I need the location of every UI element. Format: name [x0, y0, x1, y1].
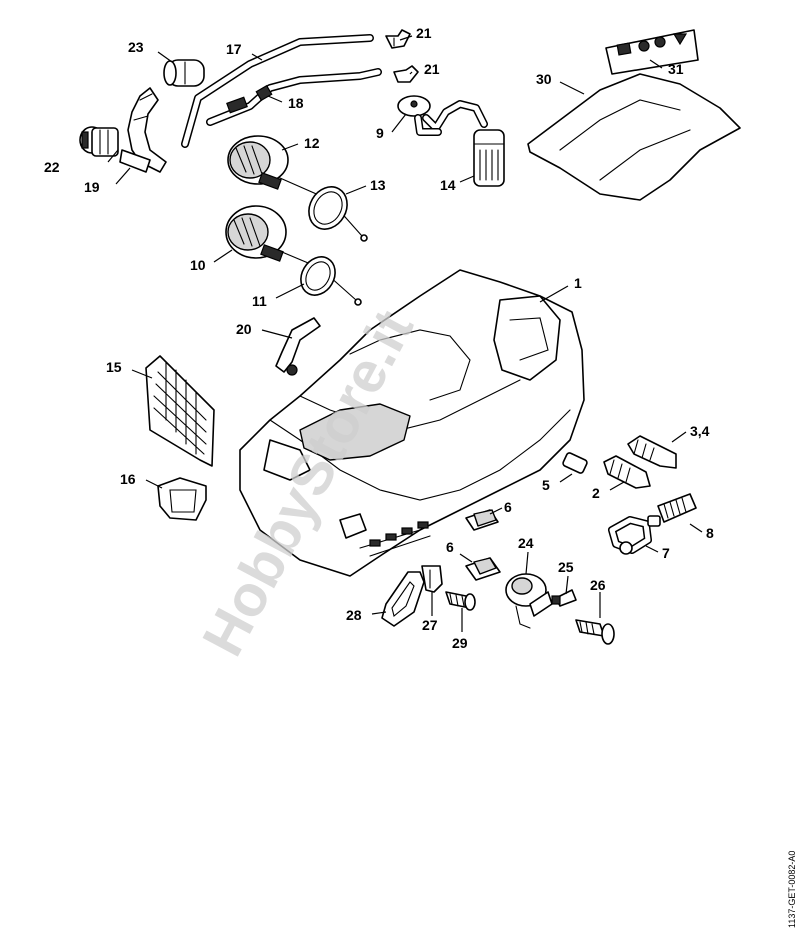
part-30-cover-plate [527, 73, 741, 201]
part-26-screw [575, 619, 615, 645]
part-29-screw [445, 591, 476, 611]
callout-31: 31 [668, 61, 684, 77]
callout-23: 23 [128, 39, 144, 55]
part-21-fitting-upper [385, 29, 411, 49]
callout-27: 27 [422, 617, 438, 633]
part-20-elbow-connector [275, 317, 321, 376]
leader-lines [107, 35, 703, 632]
callout-28: 28 [346, 607, 362, 623]
callout-6-lower: 6 [446, 539, 454, 555]
part-17-fuel-hose [181, 34, 374, 148]
part-14-fuel-filter [473, 129, 505, 187]
callout-30: 30 [536, 71, 552, 87]
callout-12: 12 [304, 135, 320, 151]
callout-9: 9 [376, 125, 384, 141]
part-9-fuel-hose-pickup [397, 95, 488, 136]
callout-16: 16 [120, 471, 136, 487]
callout-2: 2 [592, 485, 600, 501]
callout-15: 15 [106, 359, 122, 375]
part-1-engine-housing [239, 269, 585, 577]
callout-21-upper: 21 [416, 25, 432, 41]
part-28-gasket [381, 571, 425, 627]
callout-11: 11 [252, 293, 267, 309]
part-19-hose-bracket [119, 87, 167, 173]
callout-labels: 23 17 21 21 18 22 19 9 14 30 31 12 13 10… [44, 25, 714, 651]
callout-19: 19 [84, 179, 100, 195]
callout-25: 25 [558, 559, 574, 575]
callout-10: 10 [190, 257, 206, 273]
part-12-carburetor [227, 135, 368, 242]
part-2-nipple [603, 455, 651, 489]
part-31-warning-label [605, 29, 699, 75]
part-18-fuel-hose [206, 68, 382, 126]
part-8-spring [657, 493, 697, 523]
callout-5: 5 [542, 477, 550, 493]
callout-24: 24 [518, 535, 534, 551]
part-23-tank-vent [163, 59, 205, 87]
callout-7: 7 [662, 545, 670, 561]
part-10-carburetor [225, 205, 362, 306]
part-21-fitting-lower [393, 65, 419, 83]
callout-21-lower: 21 [424, 61, 440, 77]
callout-20: 20 [236, 321, 252, 337]
part-5-sleeve [562, 452, 588, 474]
part-25-screw [551, 589, 577, 607]
callout-22: 22 [44, 159, 60, 175]
part-16-bracket [157, 477, 207, 521]
part-7-hose-connector [608, 515, 661, 555]
callout-17: 17 [226, 41, 242, 57]
part-24-chain-catcher [505, 573, 553, 629]
part-27-clip [421, 565, 443, 593]
callout-1: 1 [574, 275, 582, 291]
callout-26: 26 [590, 577, 606, 593]
callout-29: 29 [452, 635, 468, 651]
callout-13: 13 [370, 177, 386, 193]
callout-6-upper: 6 [504, 499, 512, 515]
callout-18: 18 [288, 95, 304, 111]
reference-code: 1137-GET-0082-A0 [787, 851, 797, 928]
part-11-o-ring [300, 256, 336, 296]
callout-8: 8 [706, 525, 714, 541]
part-22-primer-pump [79, 126, 119, 157]
part-6-damper-b [465, 557, 501, 581]
part-34-nipple [627, 435, 677, 469]
part-15-bar-guard [145, 355, 215, 467]
part-13-o-ring [308, 186, 348, 230]
callout-14: 14 [440, 177, 456, 193]
callout-3-4: 3,4 [690, 423, 710, 439]
